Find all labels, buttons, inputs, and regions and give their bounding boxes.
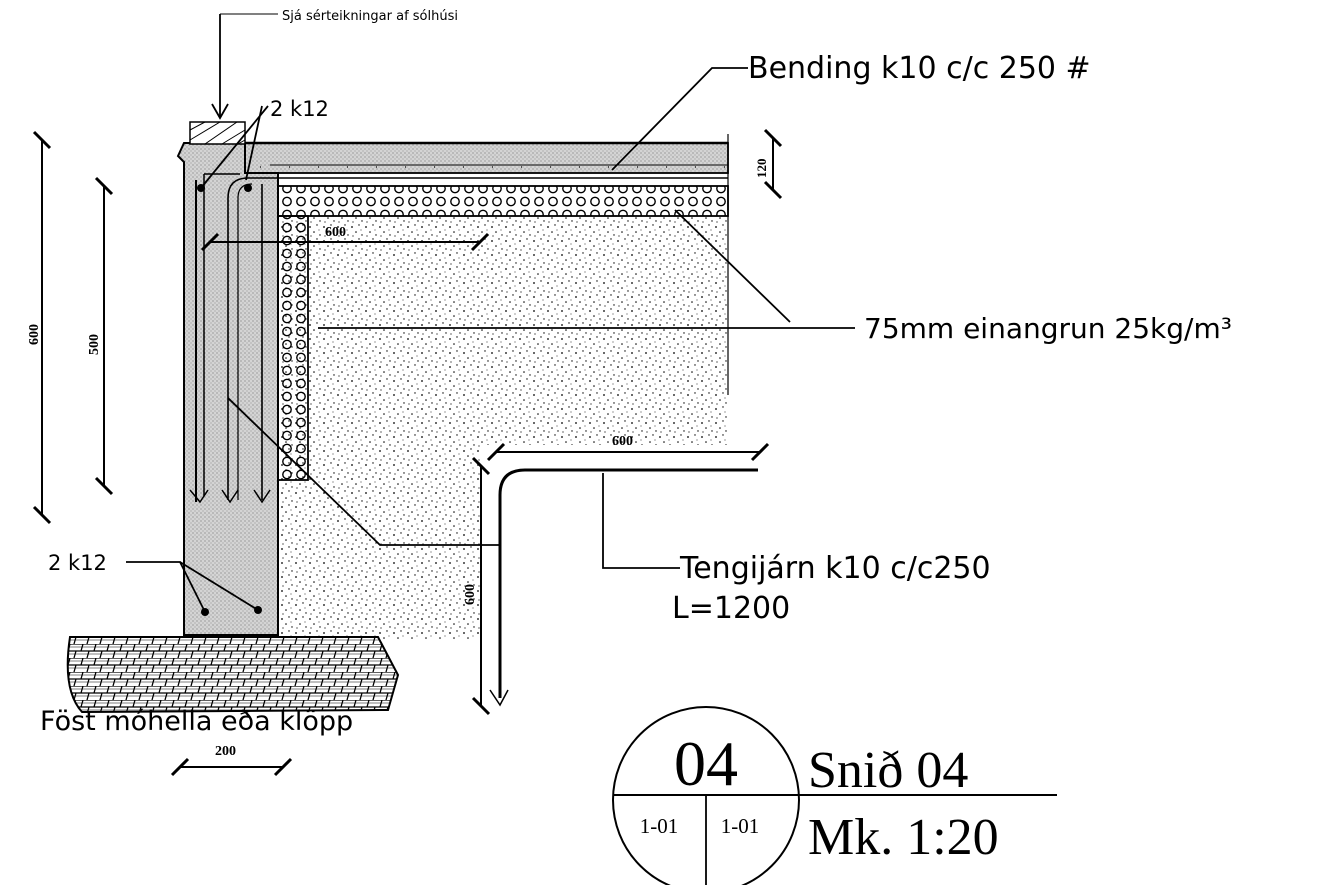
fill-soil — [278, 216, 728, 640]
section-scale: Mk. 1:20 — [808, 809, 999, 866]
sun-house-note: Sjá sérteikningar af sólhúsi — [282, 9, 458, 24]
slab-bar — [227, 177, 728, 500]
dim-top-bar-length: 600 — [325, 225, 346, 240]
insulation-label: 75mm einangrun 25kg/m³ — [864, 312, 1232, 345]
dim-dowel-horizontal: 600 — [612, 434, 633, 449]
sheet-ref-left: 1-01 — [640, 814, 679, 838]
bottom-bars-label: 2 k12 — [48, 551, 107, 575]
title-block: 04 1-01 1-01 Snið 04 Mk. 1:20 — [612, 706, 1057, 885]
dim-wall-height: 600 — [27, 324, 42, 345]
dim-dowel-vertical: 600 — [463, 584, 478, 605]
dowel-length-label: L=1200 — [672, 591, 790, 626]
section-title: Snið 04 — [808, 742, 968, 799]
ground-label: Föst móhella eða klöpp — [40, 706, 353, 737]
rock-base — [66, 636, 400, 714]
dim-wall-width: 200 — [215, 744, 236, 759]
sheet-ref-right: 1-01 — [721, 814, 760, 838]
slab-reinforcement-label: Bending k10 c/c 250 # — [748, 51, 1091, 86]
dim-bar-depth: 500 — [87, 334, 102, 355]
section-number: 04 — [674, 728, 738, 799]
floor-slab — [244, 142, 729, 174]
dowel-bars-label: Tengijárn k10 c/c250 — [679, 551, 991, 586]
insulation-vertical — [277, 215, 309, 481]
insulation-horizontal — [277, 185, 729, 217]
dowel-bar — [498, 468, 758, 698]
dim-slab-thickness: 120 — [754, 159, 769, 179]
top-bars-label: 2 k12 — [270, 97, 329, 121]
